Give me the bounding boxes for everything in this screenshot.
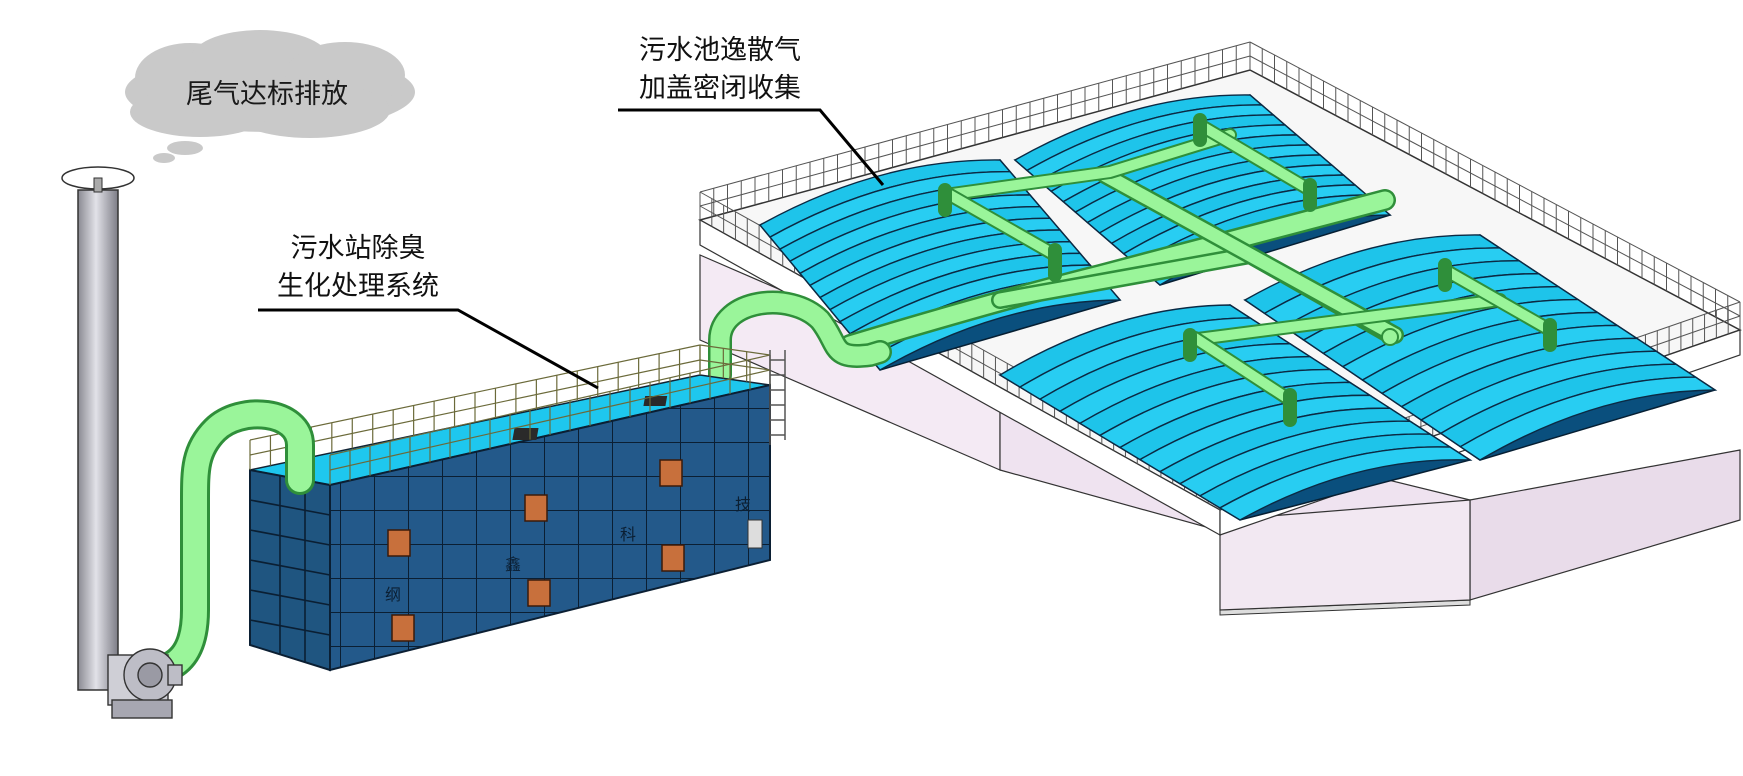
roof-cover-4 — [1243, 234, 1718, 461]
deodor-system-callout-line1: 污水站除臭 — [290, 233, 426, 264]
mark-2: 鑫 — [505, 555, 521, 574]
roof-cover-2 — [1013, 94, 1392, 286]
exhaust-fan-icon — [107, 648, 183, 719]
pool-cover-callout-line1: 污水池逸散气 — [639, 35, 801, 66]
callout-leaders — [258, 108, 885, 390]
pool-cover-callout-line2: 加盖密闭收集 — [639, 73, 801, 104]
access-ladder — [769, 350, 786, 445]
pool-covers — [758, 94, 1718, 521]
deodor-system-callout: 污水站除臭 生化处理系统 — [258, 230, 458, 306]
collection-pipes — [839, 113, 1557, 427]
deodor-railing — [249, 344, 771, 485]
exhaust-callout: 尾气达标排放 — [186, 79, 348, 110]
mark-1: 纲 — [385, 585, 401, 604]
inspection-windows — [387, 459, 685, 642]
deodor-system-callout-line2: 生化处理系统 — [277, 271, 439, 302]
cloud-icon — [125, 30, 415, 163]
mark-3: 科 — [620, 525, 636, 544]
pool-cover-callout: 污水池逸散气 加盖密闭收集 — [620, 32, 820, 108]
main-duct — [708, 290, 892, 387]
chimney-stack-icon — [61, 166, 135, 691]
exhaust-duct — [145, 399, 315, 685]
mark-4: 技 — [735, 495, 751, 514]
